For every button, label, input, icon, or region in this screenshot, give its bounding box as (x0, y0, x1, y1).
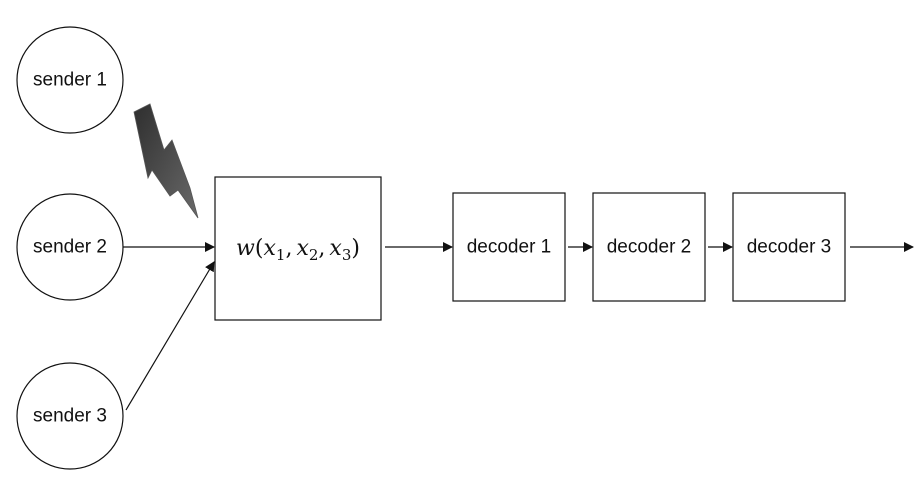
sender-1-node: sender 1 (16, 26, 124, 134)
decoder-1-box: decoder 1 (452, 192, 566, 302)
edge-sender3-to-channel (125, 261, 215, 411)
decoder-3-box: decoder 3 (732, 192, 846, 302)
sender-3-label: sender 3 (33, 406, 107, 427)
open-paren: ( (255, 236, 264, 261)
decoder-1-label: decoder 1 (467, 237, 552, 258)
sender-2-label: sender 2 (33, 237, 107, 258)
sender-1-label: sender 1 (33, 70, 107, 91)
channel-box: w(x1,x2,x3) (214, 176, 382, 321)
decoder-2-label: decoder 2 (607, 237, 692, 258)
decoder-3-label: decoder 3 (747, 237, 832, 258)
decoder-2-box: decoder 2 (592, 192, 706, 302)
sep-1: , (285, 236, 292, 261)
sender-2-node: sender 2 (16, 193, 124, 301)
sep-2: , (318, 236, 325, 261)
var-x1: x (263, 236, 276, 261)
sub-1: 1 (276, 246, 286, 264)
close-paren: ) (351, 236, 360, 261)
sender-3-node: sender 3 (16, 362, 124, 470)
sub-2: 2 (309, 246, 319, 264)
channel-function-label: w(x1,x2,x3) (236, 236, 360, 264)
var-x3: x (329, 236, 342, 261)
sub-3: 3 (342, 246, 352, 264)
func-symbol: w (236, 236, 255, 261)
lightning-bolt-icon (133, 103, 199, 219)
var-x2: x (296, 236, 309, 261)
